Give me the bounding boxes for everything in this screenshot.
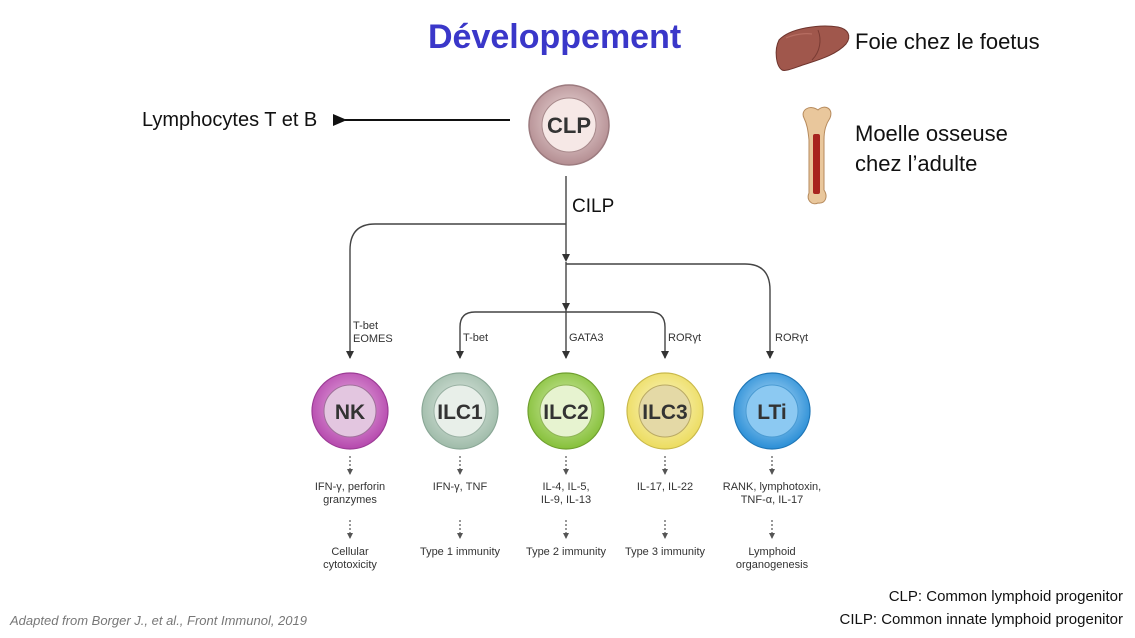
ilc2-cell: ILC2	[527, 372, 605, 450]
liver-icon	[775, 25, 850, 71]
cilp-footnote: CILP: Common innate lymphoid progenitor	[839, 611, 1123, 628]
page-title: Développement	[428, 18, 682, 56]
nk-factor-label: T-bet EOMES	[353, 320, 393, 345]
ilc1-products: IFN-γ, TNF	[432, 481, 488, 493]
ilc1-cell: ILC1	[421, 372, 499, 450]
ilc3-function: Type 3 immunity	[624, 546, 706, 558]
nk-products: IFN-γ, perforin granzymes	[314, 481, 386, 506]
ilc1-function: Type 1 immunity	[419, 546, 501, 558]
clp-cell: CLP	[528, 84, 610, 166]
cilp-label: CILP	[572, 196, 615, 217]
dotted-arrows	[347, 456, 775, 539]
clp-label: CLP	[547, 113, 591, 138]
lti-factor-label: RORγt	[775, 332, 808, 344]
ilc2-function: Type 2 immunity	[525, 546, 607, 558]
ilc1-factor-label: T-bet	[463, 332, 489, 344]
citation: Adapted from Borger J., et al., Front Im…	[10, 613, 307, 628]
ilc3-products: IL-17, IL-22	[636, 481, 694, 493]
nk-cell: NK	[311, 372, 389, 450]
lti-label: LTi	[757, 401, 787, 424]
bone-icon	[802, 106, 832, 205]
ilc2-products: IL-4, IL-5, IL-9, IL-13	[540, 481, 592, 506]
ilc3-cell: ILC3	[626, 372, 704, 450]
ilc3-branch	[566, 311, 669, 359]
lymphocytes-label: Lymphocytes T et B	[142, 109, 318, 131]
ilc3-label: ILC3	[642, 401, 688, 424]
lti-cell: LTi	[733, 372, 811, 450]
liver-label: Foie chez le foetus	[855, 29, 1040, 54]
lti-function: Lymphoid organogenesis	[735, 546, 809, 571]
nk-function: Cellular cytotoxicity	[323, 546, 377, 571]
ilc2-factor-label: GATA3	[569, 332, 604, 344]
ilc1-branch	[456, 311, 566, 359]
ilc3-factor-label: RORγt	[668, 332, 701, 344]
ilc1-label: ILC1	[437, 401, 483, 424]
ilc2-label: ILC2	[543, 401, 589, 424]
nk-branch	[346, 223, 566, 359]
nk-label: NK	[335, 401, 365, 424]
bone-label: Moelle osseuse chez l’adulte	[855, 121, 1008, 176]
lti-branch	[566, 263, 774, 359]
lti-products: RANK, lymphotoxin, TNF-α, IL-17	[722, 481, 822, 506]
clp-footnote: CLP: Common lymphoid progenitor	[888, 588, 1123, 605]
